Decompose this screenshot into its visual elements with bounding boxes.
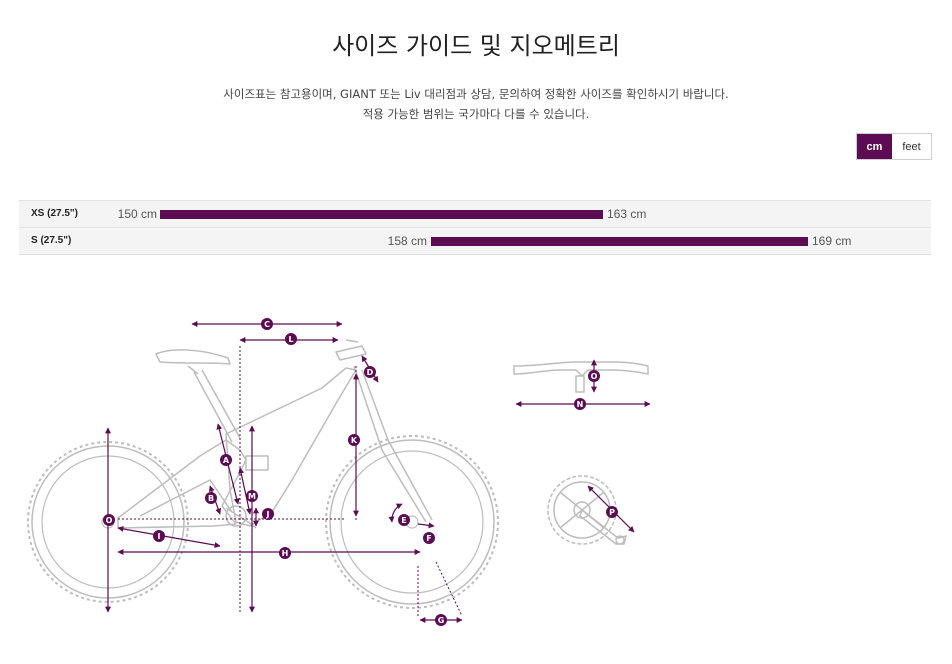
size-range-max: 163 cm	[607, 207, 647, 221]
marker-k: K	[348, 434, 360, 446]
svg-text:C: C	[264, 320, 270, 329]
svg-text:F: F	[426, 534, 431, 543]
svg-text:O: O	[591, 372, 598, 381]
unit-toggle: cm feet	[856, 133, 932, 160]
size-row-s: S (27.5") 158 cm 169 cm	[19, 227, 931, 255]
marker-e: E	[398, 514, 410, 526]
size-label: S (27.5")	[31, 235, 72, 246]
svg-text:A: A	[223, 456, 230, 465]
svg-text:H: H	[282, 549, 289, 558]
unit-feet-button[interactable]: feet	[892, 134, 931, 159]
size-row-xs: XS (27.5") 150 cm 163 cm	[19, 200, 931, 227]
crankset-diagram	[547, 475, 635, 545]
size-range-min: 158 cm	[387, 234, 427, 248]
size-range-bar	[431, 237, 808, 246]
marker-c: C	[261, 318, 273, 330]
svg-text:G: G	[438, 616, 445, 625]
unit-cm-button[interactable]: cm	[857, 134, 892, 159]
marker-n: N	[574, 398, 586, 410]
description-line-2: 적용 가능한 범위는 국가마다 다를 수 있습니다.	[362, 107, 590, 121]
front-wheel	[325, 435, 499, 609]
marker-m: M	[246, 490, 258, 502]
svg-text:B: B	[208, 494, 214, 503]
size-guide-description: 사이즈표는 참고용이며, GIANT 또는 Liv 대리점과 상담, 문의하여 …	[0, 84, 952, 124]
description-line-1: 사이즈표는 참고용이며, GIANT 또는 Liv 대리점과 상담, 문의하여 …	[223, 87, 729, 101]
svg-text:K: K	[351, 436, 358, 445]
bike-geometry-diagram: A B C D E F G H I J K L M N O O P	[27, 318, 651, 626]
svg-text:P: P	[609, 508, 615, 517]
marker-i: I	[153, 530, 165, 542]
size-range-bar	[160, 210, 603, 219]
handlebar-diagram	[513, 359, 651, 407]
svg-text:E: E	[401, 516, 406, 525]
svg-text:O: O	[106, 516, 113, 525]
svg-text:D: D	[367, 368, 374, 377]
marker-l: L	[285, 333, 297, 345]
size-range-min: 150 cm	[117, 207, 157, 221]
marker-o-bar: O	[588, 370, 600, 382]
size-range-table: XS (27.5") 150 cm 163 cm S (27.5") 158 c…	[19, 200, 931, 255]
marker-g: G	[435, 614, 447, 626]
bike-frame	[117, 339, 433, 529]
svg-text:I: I	[158, 532, 161, 541]
geometry-markers: A B C D E F G H I J K L M N O O P	[103, 318, 618, 626]
size-range-max: 169 cm	[812, 234, 852, 248]
svg-text:J: J	[266, 510, 270, 519]
marker-o-wheel: O	[103, 514, 115, 526]
marker-f: F	[423, 532, 435, 544]
svg-text:M: M	[248, 492, 256, 501]
marker-j: J	[262, 508, 274, 520]
size-label: XS (27.5")	[31, 208, 78, 219]
marker-d: D	[364, 366, 376, 378]
marker-h: H	[279, 547, 291, 559]
marker-p: P	[606, 506, 618, 518]
svg-text:N: N	[577, 400, 584, 409]
svg-text:L: L	[288, 335, 293, 344]
page-title: 사이즈 가이드 및 지오메트리	[332, 32, 620, 60]
marker-b: B	[205, 492, 217, 504]
marker-a: A	[220, 454, 232, 466]
